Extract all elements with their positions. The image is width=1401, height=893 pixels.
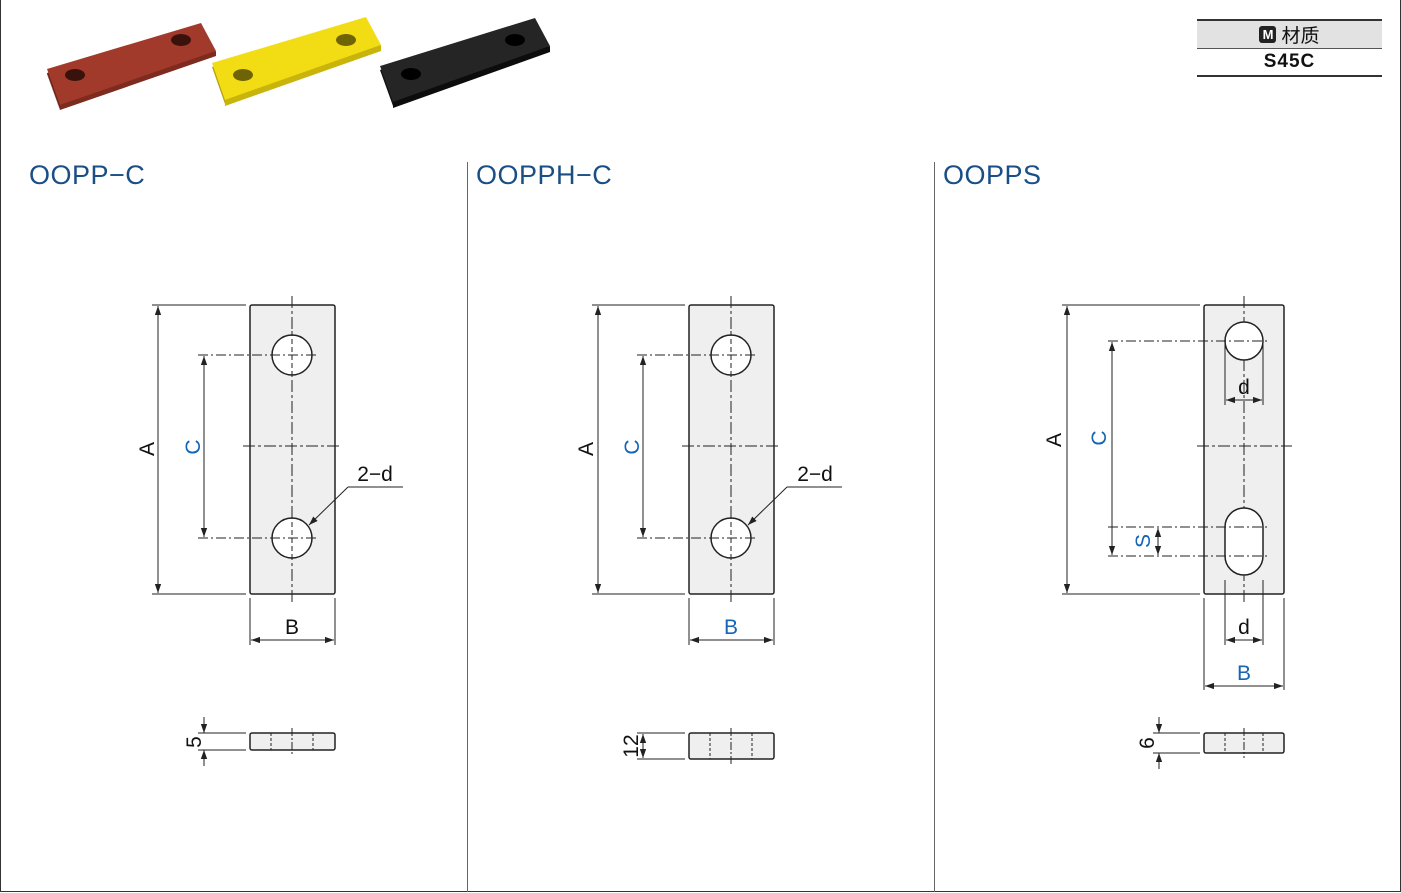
dim-b-label: B — [285, 616, 299, 639]
thickness-label: 6 — [1136, 737, 1159, 749]
section-title-oopph-c: OOPPH−C — [476, 160, 613, 190]
thickness-label: 12 — [620, 734, 643, 757]
product-image-yellow — [212, 17, 381, 106]
dim-b-label: B — [724, 616, 738, 639]
product-image-red — [47, 23, 216, 110]
dim-c-label: C — [182, 439, 205, 454]
dim-c-label: C — [621, 439, 644, 454]
material-header: M 材质 — [1197, 19, 1382, 49]
section-divider — [467, 162, 468, 892]
section-title-oopps: OOPPS — [943, 160, 1042, 190]
drawing-oopph-c — [592, 296, 842, 764]
material-icon: M — [1259, 26, 1277, 43]
hole-label: 2−d — [797, 463, 833, 486]
thickness-label: 5 — [183, 736, 206, 748]
section-title-oopp-c: OOPP−C — [29, 160, 146, 190]
hole-label: 2−d — [357, 463, 393, 486]
material-header-label: 材质 — [1281, 26, 1320, 47]
dim-s-label: S — [1132, 534, 1155, 548]
material-table: M 材质 S45C — [1197, 19, 1382, 77]
slot-bottom — [1224, 507, 1264, 576]
product-image-black — [380, 18, 550, 108]
dim-d-top-label: d — [1238, 376, 1250, 399]
dim-a-label: A — [575, 442, 598, 456]
section-divider — [934, 162, 935, 892]
drawing-oopp-c — [152, 296, 403, 766]
dim-b-label: B — [1237, 662, 1251, 685]
dim-a-label: A — [136, 442, 159, 456]
material-value: S45C — [1197, 49, 1382, 77]
drawing-oopps — [1062, 296, 1292, 769]
dim-d-bottom-label: d — [1238, 616, 1250, 639]
dim-a-label: A — [1043, 433, 1066, 447]
dim-c-label: C — [1088, 430, 1111, 445]
